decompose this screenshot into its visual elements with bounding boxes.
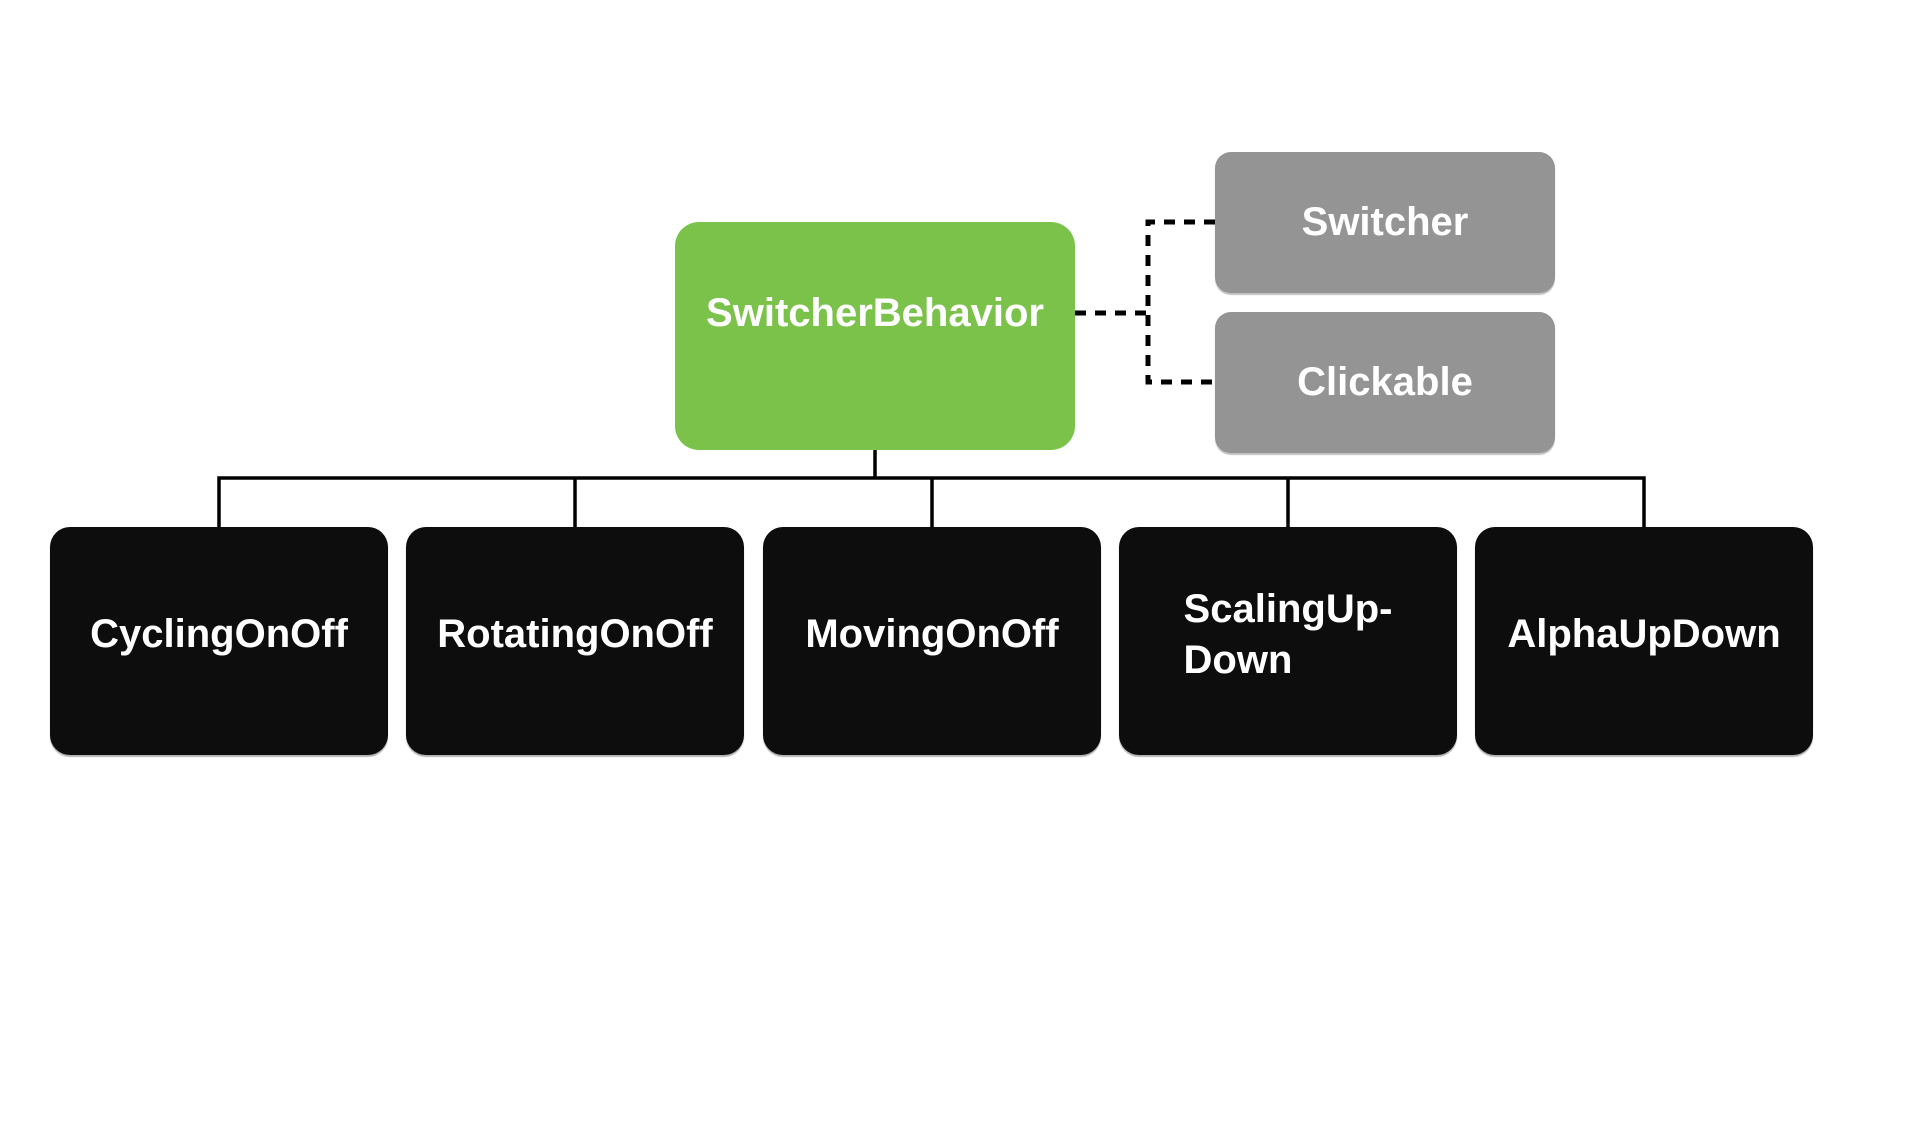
association-connector-branches [1145, 219, 1215, 385]
subclass-node-label: CyclingOnOff [90, 612, 348, 657]
subclass-node: RotatingOnOff [406, 527, 744, 755]
subclass-node: ScalingUp- Down [1119, 527, 1457, 755]
interface-node-switcher: Switcher [1215, 152, 1555, 293]
subclass-node-label: MovingOnOff [805, 612, 1059, 657]
subclass-node: MovingOnOff [763, 527, 1101, 755]
subclass-node-label: RotatingOnOff [437, 612, 713, 657]
subclass-node: AlphaUpDown [1475, 527, 1813, 755]
subclass-node-label: ScalingUp- Down [1183, 586, 1393, 682]
subclass-node: CyclingOnOff [50, 527, 388, 755]
root-class-label: SwitcherBehavior [706, 291, 1044, 336]
tree-connector-drops [573, 478, 1290, 529]
interface-node-clickable: Clickable [1215, 312, 1555, 453]
interface-node-label: Switcher [1301, 199, 1469, 244]
root-class-node: SwitcherBehavior [675, 222, 1075, 450]
interface-node-label: Clickable [1297, 359, 1473, 404]
subclass-node-label: AlphaUpDown [1507, 612, 1781, 657]
